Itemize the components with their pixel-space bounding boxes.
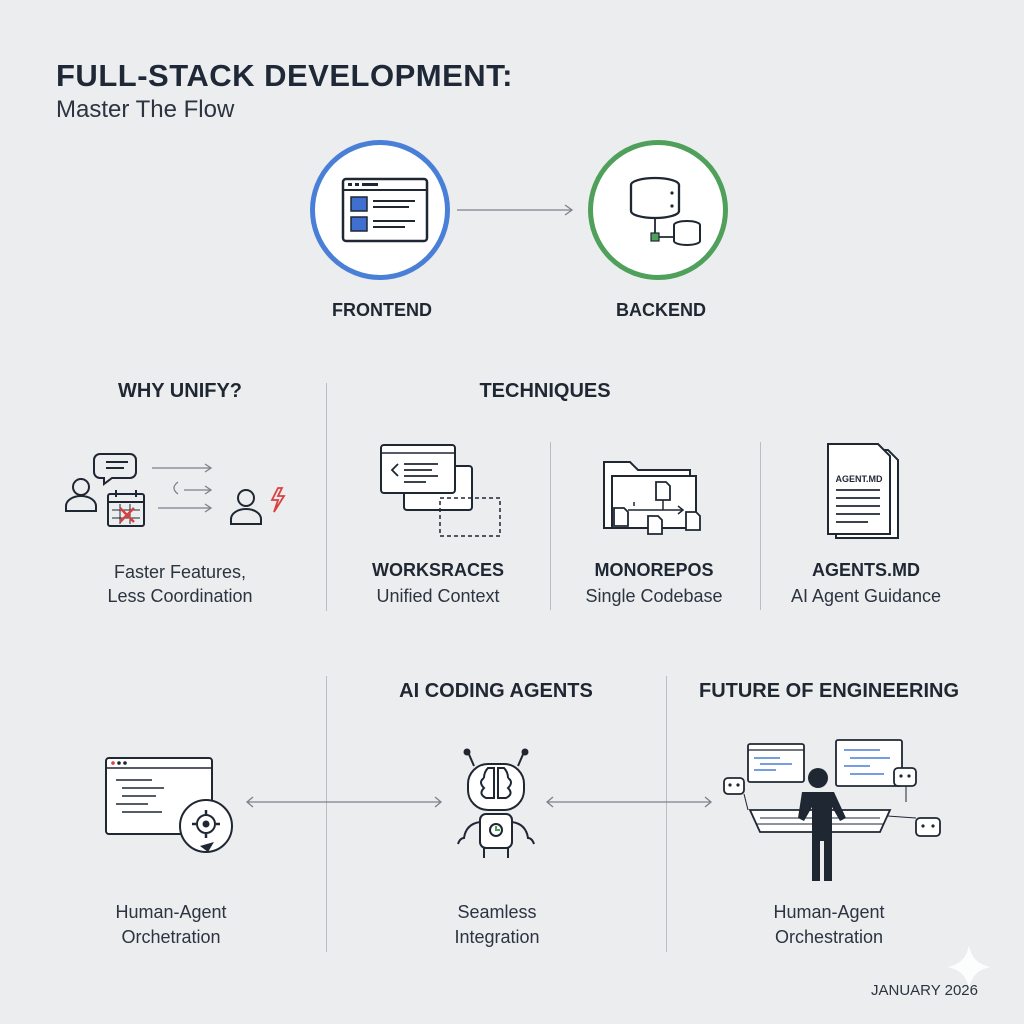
frontend-circle [310, 140, 450, 280]
why-unify-heading: WHY UNIFY? [117, 380, 243, 402]
agents-left-caption-line2: Orchetration [121, 927, 221, 947]
ai-coding-agents-heading: AI CODING AGENTS [399, 680, 593, 702]
technique-caption-monorepos: Single Codebase [585, 586, 723, 606]
technique-title-monorepos: MONOREPOS [594, 560, 714, 580]
bidirectional-arrow [545, 796, 713, 808]
frontend-label: FRONTEND [332, 300, 432, 320]
page-title: FULL-STACK DEVELOPMENT: [56, 58, 513, 93]
future-heading: FUTURE OF ENGINEERING [698, 680, 959, 702]
technique-title-agents-md: AGENTS.MD [812, 560, 920, 580]
collaboration-icon [65, 453, 286, 527]
backend-circle [588, 140, 728, 280]
folder-files-icon [603, 461, 701, 535]
browser-window-icon [341, 177, 429, 243]
divider [326, 676, 327, 952]
human-agents-icon [723, 739, 941, 881]
bidirectional-arrow [245, 796, 443, 808]
divider [760, 442, 761, 610]
divider [666, 676, 667, 952]
divider [326, 383, 327, 611]
backend-label: BACKEND [616, 300, 706, 320]
robot-icon [457, 748, 535, 858]
divider [550, 442, 551, 610]
sparkle-icon [947, 945, 991, 989]
techniques-heading: TECHNIQUES [479, 380, 611, 402]
agents-center-caption-line1: Seamless [457, 902, 537, 922]
database-icon [629, 176, 701, 246]
date-label: JANUARY 2026 [870, 982, 978, 999]
windows-icon [380, 444, 501, 537]
flow-arrow [457, 204, 574, 216]
document-label: AGENT.MD [835, 474, 883, 484]
future-caption-line1: Human-Agent [773, 902, 885, 922]
technique-caption-agents-md: AI Agent Guidance [790, 586, 942, 606]
agents-left-caption-line1: Human-Agent [115, 902, 227, 922]
document-icon [827, 443, 899, 539]
technique-caption-workspaces: Unified Context [376, 586, 500, 606]
agents-center-caption-line2: Integration [454, 927, 540, 947]
future-caption-line2: Orchestration [774, 927, 884, 947]
page-subtitle: Master The Flow [56, 96, 235, 123]
code-editor-icon [105, 757, 233, 853]
technique-title-workspaces: WORKSRACES [371, 560, 504, 580]
why-unify-description-line1: Faster Features, [113, 562, 247, 582]
why-unify-description-line2: Less Coordination [107, 586, 253, 606]
